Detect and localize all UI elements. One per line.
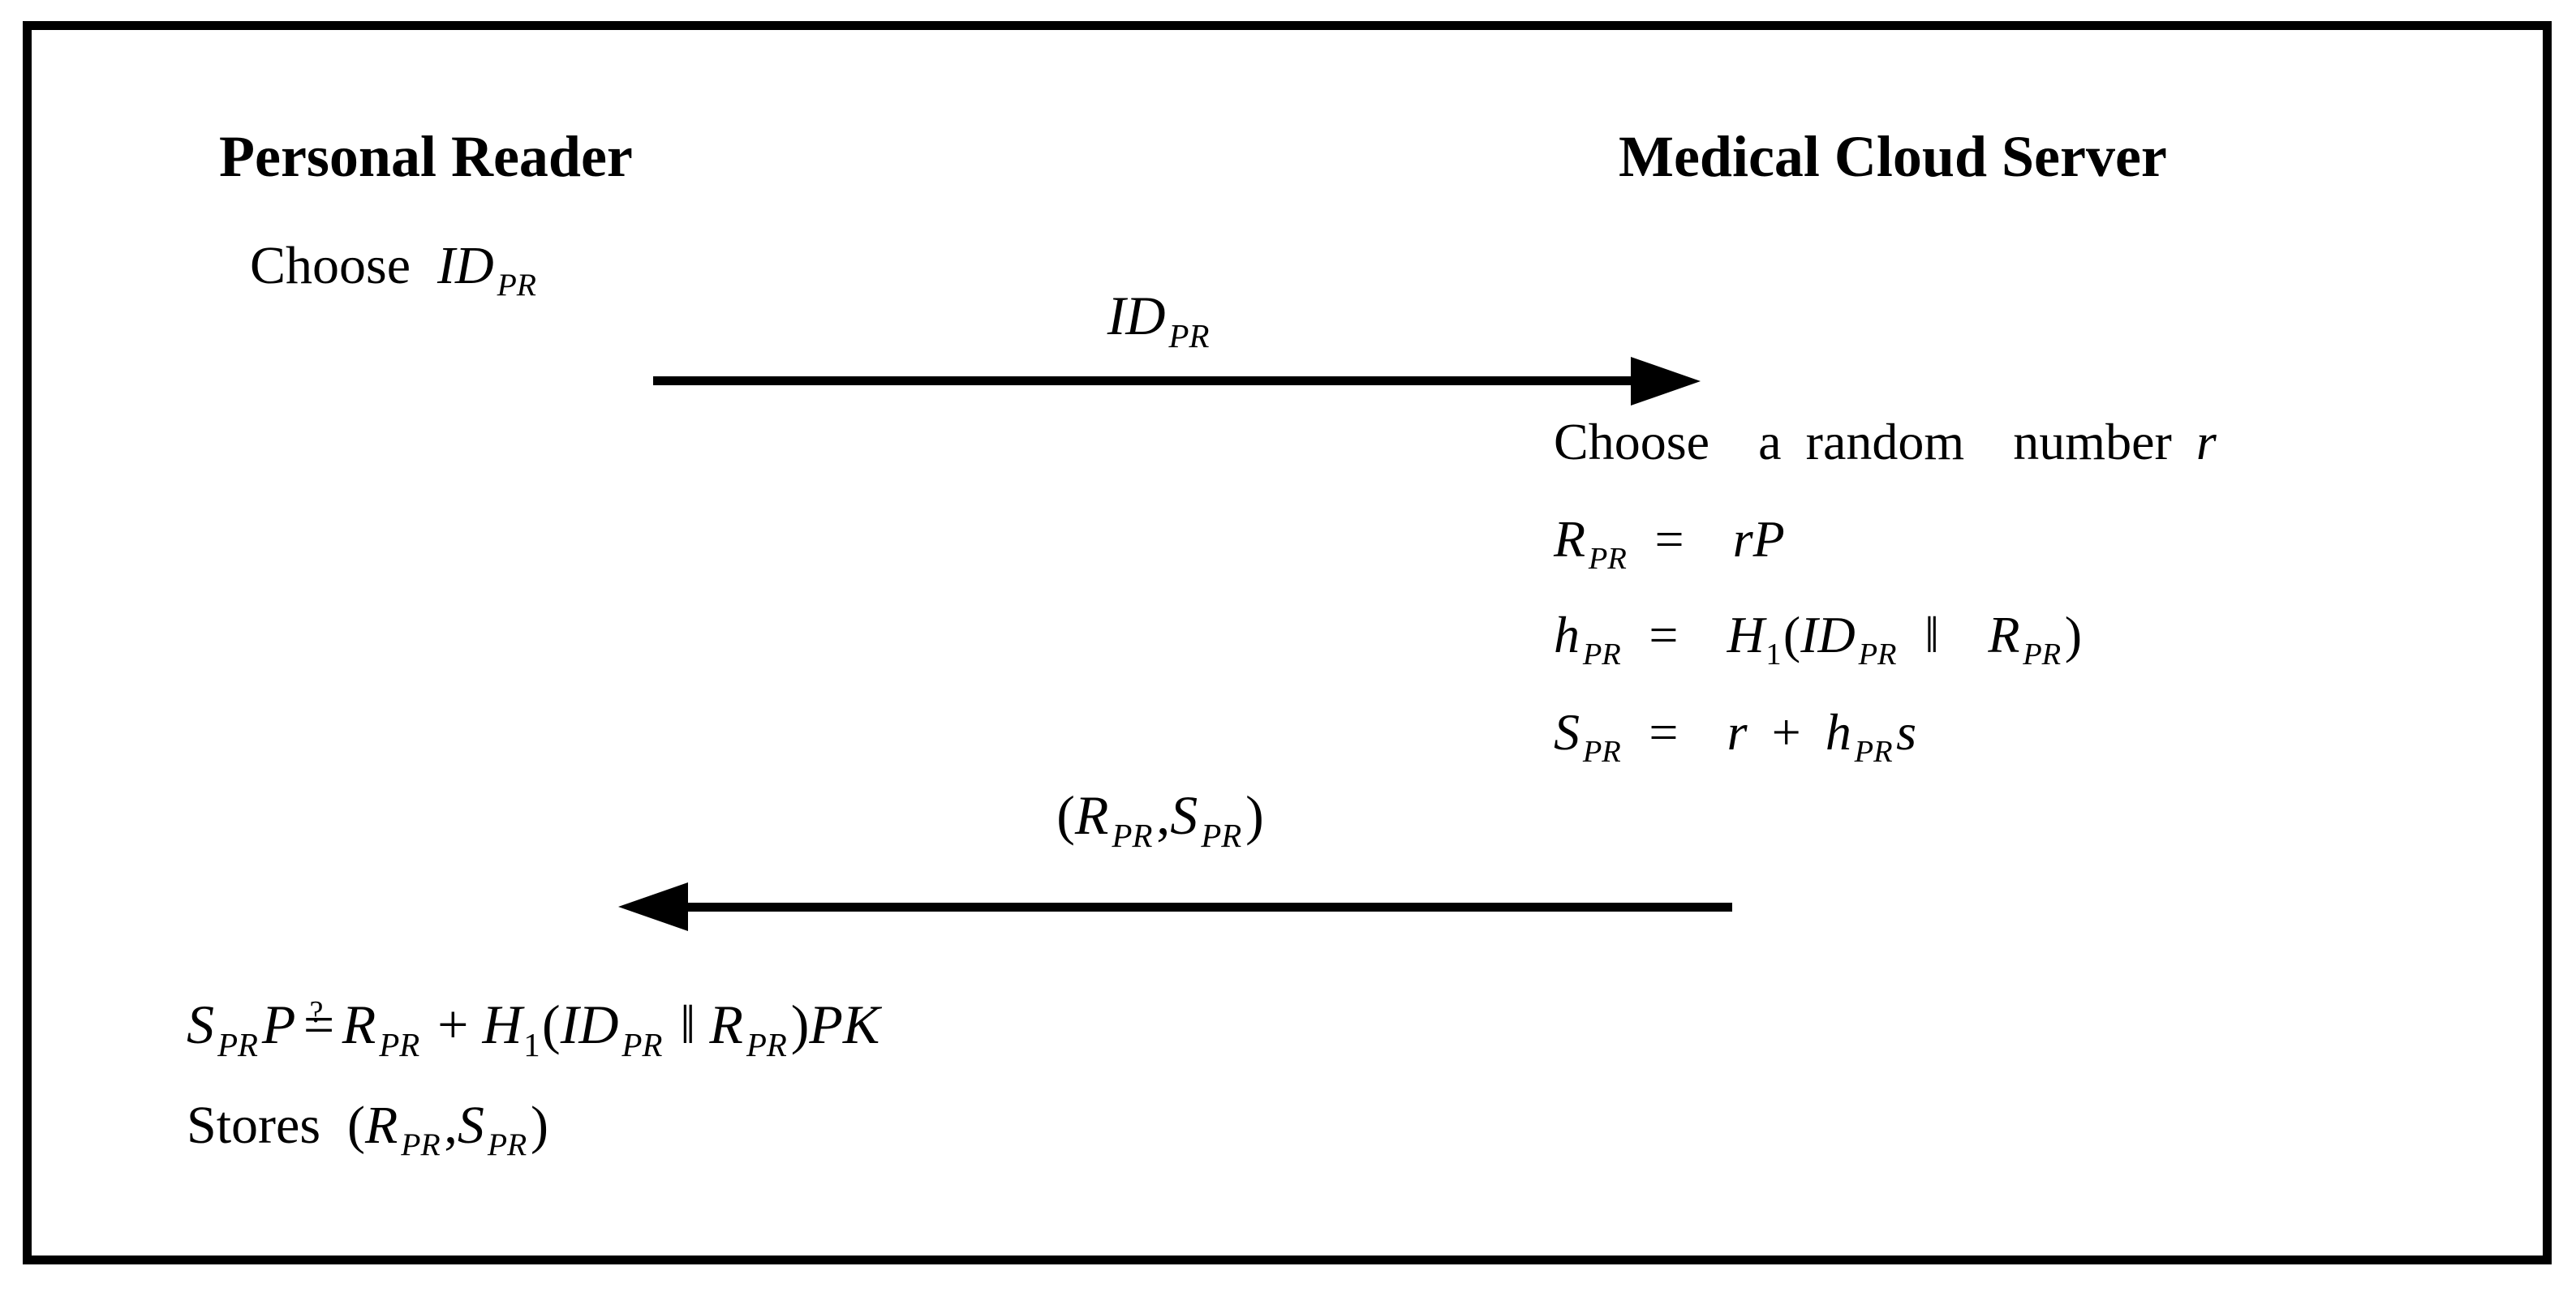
server-step-compute-spr: SPR = r + hPRs (1554, 703, 1917, 769)
arrow-right-shaft (653, 376, 1633, 385)
diagram-border (23, 21, 2552, 1264)
participant-title-personal-reader: Personal Reader (219, 124, 633, 189)
reader-step-store-values: Stores (RPR,SPR) (187, 1096, 548, 1163)
reader-step-verify-signature: SPRP?=RPR + H1(IDPR ‖ RPR)PK (187, 994, 880, 1063)
arrow-left-head-icon (618, 882, 688, 931)
server-step-choose-random-number: Choose a random number r (1554, 413, 2217, 470)
message-2-label: (RPR,SPR) (1056, 784, 1264, 854)
message-1-label: IDPR (1107, 285, 1210, 354)
arrow-left-shaft (686, 903, 1732, 912)
server-step-compute-rpr: RPR = rP (1554, 510, 1785, 576)
server-step-compute-hpr: hPR = H1(IDPR ‖ RPR) (1554, 606, 2083, 672)
arrow-right-head-icon (1631, 357, 1701, 406)
reader-step-choose-id: Choose IDPR (250, 236, 536, 303)
participant-title-medical-cloud-server: Medical Cloud Server (1619, 124, 2167, 189)
